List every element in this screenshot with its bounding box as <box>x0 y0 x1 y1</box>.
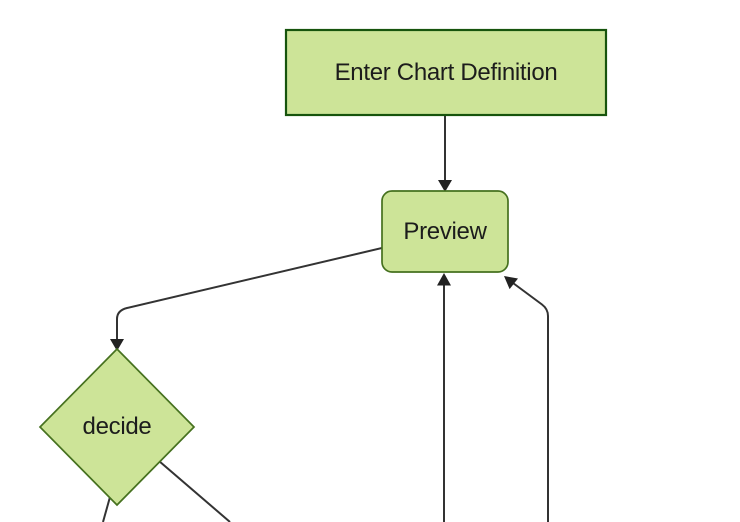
arrowhead-up-into-preview-bottom <box>437 273 451 286</box>
arrowhead-diagonal-into-preview-corner <box>504 276 518 290</box>
edge-decide-to-offscreen-bottom-right <box>158 460 231 522</box>
node-preview-shape <box>381 190 509 273</box>
edge-preview-to-decide <box>116 247 383 340</box>
edge-offscreen-bottom-right-to-preview <box>512 282 549 522</box>
arrowhead-down-into-preview-top <box>438 180 452 192</box>
arrowhead-down-into-decide-top <box>110 339 124 351</box>
edge-decide-to-offscreen-bottom-left <box>102 496 111 522</box>
node-decide-shape <box>38 347 196 507</box>
node-enter-chart-definition-shape <box>284 28 608 117</box>
